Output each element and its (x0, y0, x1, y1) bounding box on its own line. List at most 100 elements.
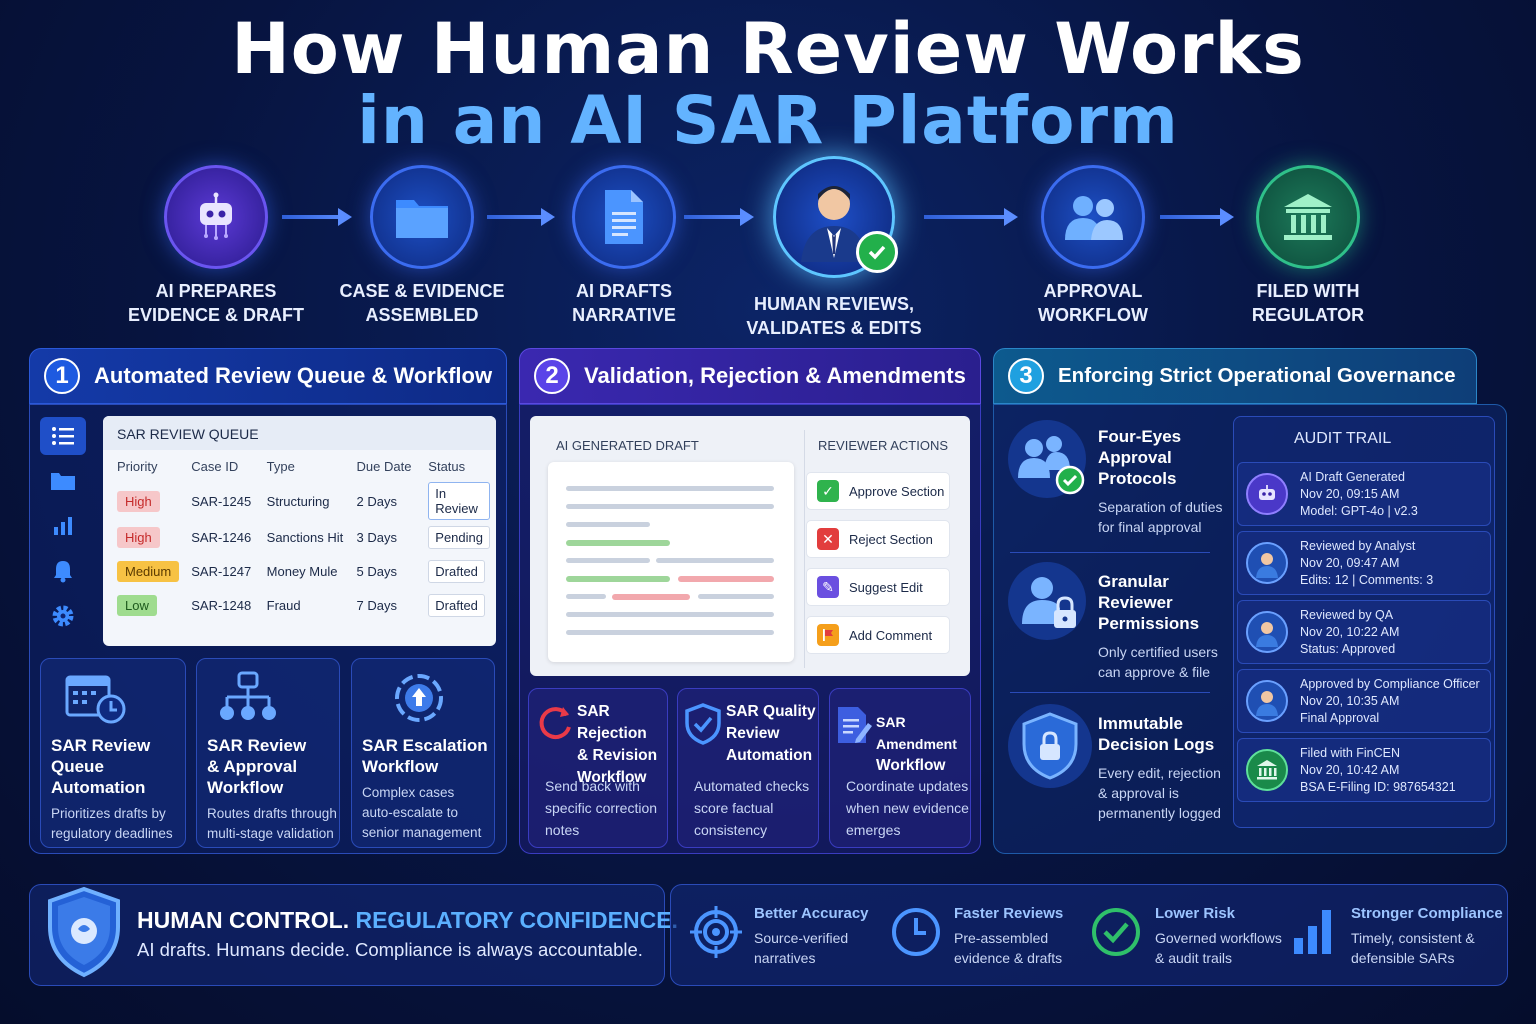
audit-time: Nov 20, 09:15 AM (1300, 487, 1400, 501)
ai-draft-document (548, 462, 794, 662)
card-desc: when new evidence (846, 800, 969, 816)
item-desc: Only certified users (1098, 644, 1218, 660)
step-label: NARRATIVE (572, 305, 676, 325)
benefit-desc: Timely, consistent & (1351, 930, 1475, 946)
column-header: Priority (117, 458, 158, 474)
card-sar-review-queue-automation: SAR Review Queue Automation Prioritizes … (40, 658, 186, 848)
audit-event: Filed with FinCEN (1300, 746, 1401, 760)
sidebar-bell-icon[interactable] (40, 552, 86, 590)
folder-icon (370, 165, 474, 269)
footer-headline: HUMAN CONTROL. (137, 907, 350, 933)
benefit-desc: Pre-assembled (954, 930, 1049, 946)
check-circle-icon (1088, 904, 1144, 965)
four-eyes-people-icon (1008, 420, 1086, 498)
card-title: SAR Escalation (362, 736, 488, 755)
card-desc: Coordinate updates (846, 778, 969, 794)
card-title: Review (726, 725, 780, 742)
item-title: Reviewer (1098, 593, 1173, 612)
benefit-desc: & audit trails (1155, 950, 1233, 966)
item-title: Approval (1098, 448, 1172, 467)
avatar (1246, 542, 1288, 584)
draft-title: AI GENERATED DRAFT (556, 438, 699, 453)
audit-event: Reviewed by Analyst (1300, 539, 1416, 553)
due-date: 2 Days (356, 493, 397, 509)
calendar-clock-icon (65, 671, 127, 730)
case-type: Fraud (266, 597, 301, 613)
audit-detail: BSA E-Filing ID: 987654321 (1300, 780, 1456, 794)
queue-title: SAR REVIEW QUEUE (103, 416, 496, 450)
flow-arrow (684, 208, 754, 226)
card-sar-amendment-workflow: SAR Amendment Workflow Coordinate update… (829, 688, 971, 848)
card-title: Workflow (577, 769, 647, 786)
approve-section-button[interactable]: ✓Approve Section (806, 472, 950, 510)
card-desc: Complex cases (362, 785, 455, 800)
flow-arrow (1160, 208, 1234, 226)
priority-badge: High (117, 526, 160, 548)
due-date: 5 Days (356, 563, 397, 579)
item-title: Decision Logs (1098, 735, 1215, 754)
column-header: Due Date (356, 458, 412, 474)
card-title: Automation (726, 747, 813, 764)
card-title: Workflow (207, 778, 284, 797)
benefit-title: Faster Reviews (954, 905, 1064, 922)
card-desc: emerges (846, 822, 901, 838)
reject-section-button[interactable]: ✕Reject Section (806, 520, 950, 558)
audit-detail: Final Approval (1300, 711, 1380, 725)
step-label: HUMAN REVIEWS, (753, 294, 914, 314)
case-type: Sanctions Hit (266, 529, 344, 545)
sidebar-chart-icon[interactable] (40, 507, 86, 545)
sidebar-gear-icon[interactable] (40, 597, 86, 635)
table-row[interactable]: Medium SAR-1247 Money Mule 5 Days Drafte… (111, 554, 496, 588)
column-header: Status (428, 458, 466, 474)
add-comment-button[interactable]: Add Comment (806, 616, 950, 654)
card-desc: Automated checks (694, 778, 810, 794)
column-header: Case ID (191, 458, 239, 474)
step-label: VALIDATES & EDITS (746, 318, 922, 338)
section-3-header: 3 Enforcing Strict Operational Governanc… (993, 348, 1477, 404)
table-row[interactable]: Low SAR-1248 Fraud 7 Days Drafted (111, 588, 496, 622)
action-label: Approve Section (849, 483, 945, 499)
suggest-edit-button[interactable]: ✎Suggest Edit (806, 568, 950, 606)
table-row[interactable]: High SAR-1246 Sanctions Hit 3 Days Pendi… (111, 520, 496, 554)
target-icon (688, 904, 744, 965)
item-title: Four-Eyes (1098, 427, 1182, 446)
step-label: AI PREPARES (155, 281, 277, 301)
card-title: SAR Rejection (577, 703, 647, 742)
card-desc: notes (545, 822, 580, 838)
card-title: Queue (51, 757, 104, 776)
item-title: Immutable (1098, 714, 1184, 733)
divider (804, 430, 805, 668)
footer-message-panel: HUMAN CONTROL. REGULATORY CONFIDENCE. AI… (29, 884, 678, 986)
priority-badge: Low (117, 594, 157, 616)
card-desc: Routes drafts through (207, 806, 337, 821)
item-desc: Every edit, rejection (1098, 765, 1221, 781)
reviewer-person-icon (773, 156, 898, 278)
item-desc: permanently logged (1098, 805, 1221, 821)
actions-title: REVIEWER ACTIONS (818, 438, 949, 453)
case-id: SAR-1245 (191, 493, 252, 509)
user-lock-icon (1008, 562, 1086, 640)
benefit-desc: Source-verified (754, 930, 849, 946)
audit-event: Reviewed by QA (1300, 608, 1394, 622)
sar-review-queue: SAR REVIEW QUEUE Priority Case ID Type D… (103, 416, 496, 646)
document-edit-icon (836, 705, 872, 750)
item-desc: for final approval (1098, 519, 1202, 535)
audit-time: Nov 20, 10:22 AM (1300, 625, 1400, 639)
sidebar-folder-icon[interactable] (40, 462, 86, 500)
table-row[interactable]: High SAR-1245 Structuring 2 Days In Revi… (111, 482, 496, 520)
card-desc: Prioritizes drafts by (51, 806, 166, 821)
card-title: Automation (51, 778, 146, 797)
column-header: Type (266, 458, 295, 474)
priority-badge: High (117, 490, 160, 512)
benefit-lower-risk: Lower Risk Governed workflows& audit tra… (1155, 905, 1282, 968)
benefit-title: Lower Risk (1155, 905, 1236, 922)
sidebar-list-icon[interactable] (40, 417, 86, 455)
